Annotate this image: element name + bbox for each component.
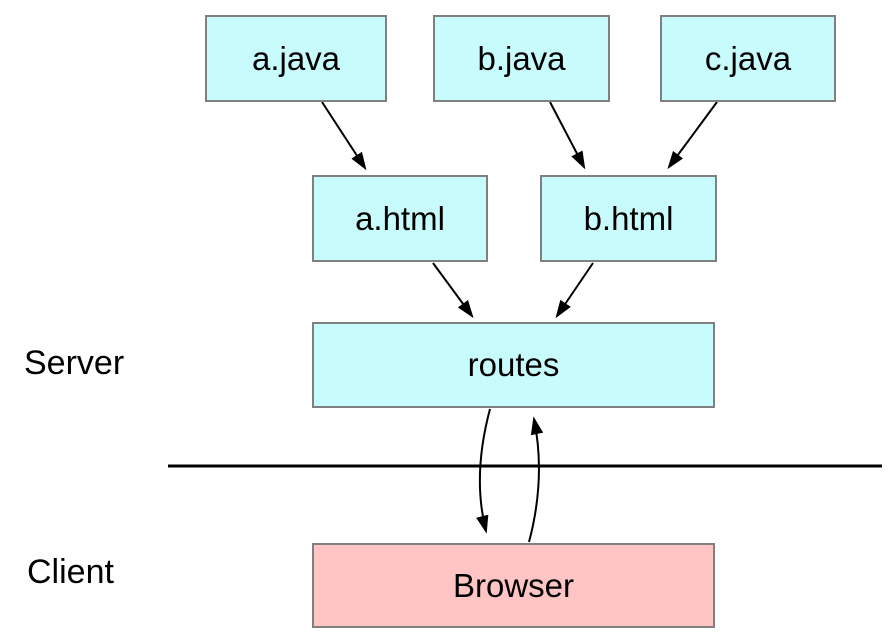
- arrow-a-html-to-routes: [432, 262, 474, 319]
- node-c-java-label: c.java: [704, 39, 792, 77]
- node-b-java-label: b.java: [477, 39, 566, 77]
- node-a-java: a.java: [205, 15, 387, 102]
- node-routes-label: routes: [467, 346, 560, 383]
- node-browser-label: Browser: [452, 566, 575, 604]
- arrow-browser-to-routes: [528, 416, 544, 543]
- node-b-html: b.html: [540, 175, 717, 262]
- node-c-java: c.java: [660, 15, 836, 102]
- arrow-a-java-to-a-html: [321, 101, 367, 171]
- node-browser: Browser: [312, 543, 715, 628]
- node-a-java-label: a.java: [251, 39, 341, 77]
- arrow-routes-to-browser: [476, 408, 491, 534]
- node-a-html-label: a.html: [355, 199, 445, 237]
- node-b-html-label: b.html: [583, 199, 674, 237]
- server-region-label: Server: [24, 344, 125, 382]
- node-b-java: b.java: [433, 15, 610, 102]
- arrow-b-html-to-routes: [555, 262, 594, 319]
- node-a-html: a.html: [312, 175, 488, 262]
- client-region-label: Client: [27, 553, 114, 591]
- arrow-c-java-to-b-html: [667, 101, 718, 170]
- arrow-b-java-to-b-html: [549, 101, 586, 170]
- node-routes: routes: [312, 322, 715, 408]
